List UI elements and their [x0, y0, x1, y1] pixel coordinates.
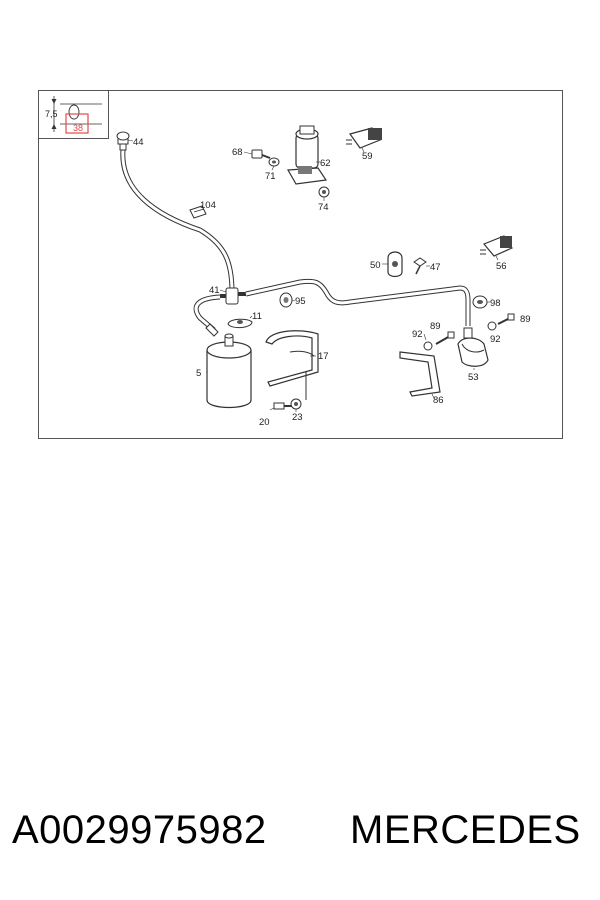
part-labels: 44 68 62 59 71 74 104 50 47 56 41 95 11 …: [133, 137, 531, 428]
part-59-connector: [346, 127, 382, 149]
part-11-washer: [227, 318, 253, 329]
label-92-left: 92: [412, 329, 423, 340]
label-50: 50: [370, 260, 381, 271]
label-98: 98: [490, 298, 501, 309]
part-104-clip: [189, 205, 207, 219]
label-95: 95: [295, 296, 306, 307]
label-59: 59: [362, 151, 373, 162]
part-56-connector: [480, 235, 513, 257]
label-44: 44: [133, 137, 144, 148]
part-44-cap: [116, 131, 130, 151]
label-62: 62: [320, 158, 331, 169]
label-92-right: 92: [490, 334, 501, 345]
part-5-reservoir: [206, 333, 252, 409]
label-41: 41: [209, 285, 220, 296]
label-47: 47: [430, 262, 441, 273]
brand-name: MERCEDES: [350, 808, 581, 852]
diagram-frame: [38, 90, 563, 439]
part-86-arm: [399, 351, 441, 397]
leader-lines: [127, 139, 499, 412]
label-89-left: 89: [430, 321, 441, 332]
part-92-washer-right: [487, 321, 497, 331]
part-92-washer-left: [423, 341, 433, 351]
label-53: 53: [468, 372, 479, 383]
part-62-pump: [287, 125, 328, 185]
part-20-screw: [273, 402, 292, 410]
part-71-clip: [268, 157, 280, 167]
label-11: 11: [252, 311, 262, 322]
label-56: 56: [496, 261, 507, 272]
caption: A0029975982 MERCEDES: [0, 800, 600, 870]
part-47-screw: [413, 257, 427, 275]
label-104: 104: [200, 200, 216, 211]
part-53-nozzle: [457, 327, 489, 367]
part-23-nut: [290, 398, 302, 410]
label-5: 5: [196, 368, 201, 379]
label-20: 20: [259, 417, 270, 428]
label-89-right: 89: [520, 314, 531, 325]
part-74-nut: [318, 186, 330, 198]
part-number: A0029975982: [12, 808, 267, 852]
dimension-label: 7,5: [45, 109, 58, 119]
part-89-screw-right: [497, 313, 515, 325]
part-17-bracket: [265, 330, 319, 400]
callout-label: 38: [73, 123, 83, 133]
highlight-box: [65, 113, 89, 134]
part-95-grommet: [279, 292, 293, 308]
part-50-clip: [387, 251, 403, 278]
dimension-inset: 7,5 38: [38, 90, 109, 139]
label-23: 23: [292, 412, 303, 423]
label-17: 17: [318, 351, 329, 362]
label-86: 86: [433, 395, 444, 406]
label-71: 71: [265, 171, 276, 182]
part-68-bolt: [251, 149, 271, 159]
part-98-grommet: [472, 295, 488, 309]
label-68: 68: [232, 147, 243, 158]
part-41-tee: [220, 287, 246, 305]
label-74: 74: [318, 202, 329, 213]
part-89-screw-left: [435, 331, 455, 345]
parts-diagram: 7,5 38: [38, 90, 563, 439]
